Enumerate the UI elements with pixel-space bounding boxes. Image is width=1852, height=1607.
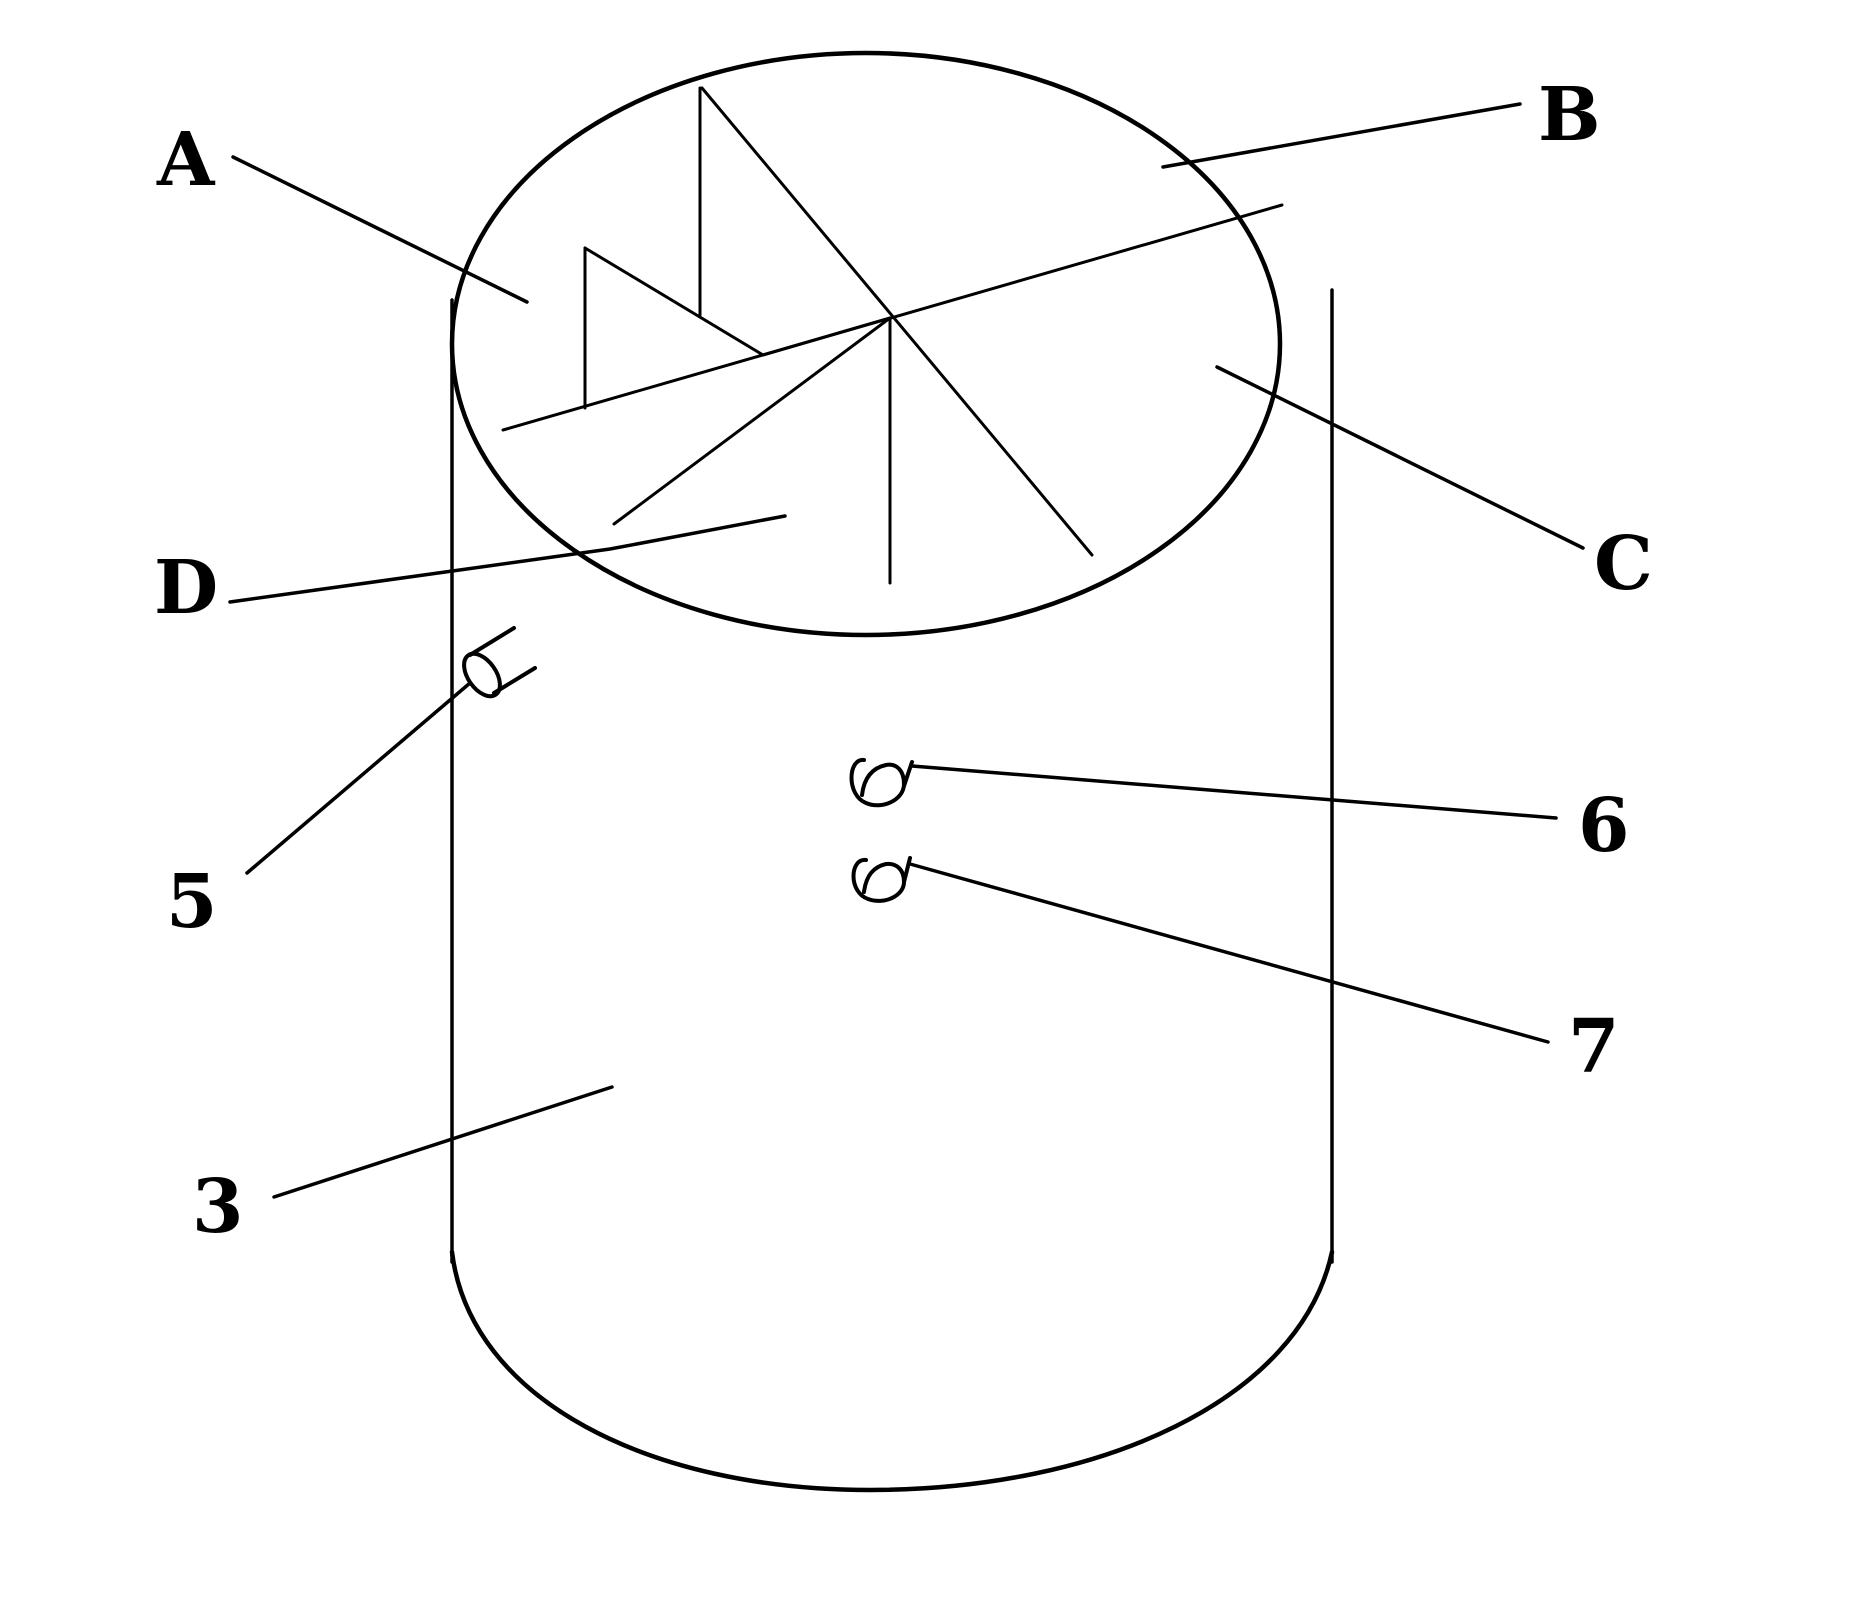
tank-bottom: [449, 1249, 1335, 1493]
port-5-opening: [462, 651, 502, 699]
label-B: B: [1538, 72, 1601, 158]
label-6: 6: [1578, 783, 1630, 869]
partition-line-2: [501, 203, 1284, 432]
leader-6: [910, 764, 1558, 820]
leader-D: [228, 514, 787, 604]
leader-A: [231, 155, 529, 304]
partition-line-1: [700, 86, 1094, 557]
label-7: 7: [1568, 1004, 1620, 1090]
leader-B: [1161, 102, 1522, 169]
label-C: C: [1594, 521, 1653, 607]
port-7-ring: [851, 858, 906, 903]
label-5: 5: [166, 859, 218, 945]
internal-partitions: [501, 86, 1284, 585]
port-6-ring: [849, 758, 906, 808]
port-5-pipe: [462, 626, 537, 699]
label-3: 3: [192, 1164, 244, 1250]
leader-3: [272, 1085, 614, 1199]
port-7-stub: [902, 856, 912, 884]
leader-C: [1215, 365, 1585, 550]
partition-line-4: [761, 316, 892, 357]
port-5-pipe-top: [468, 626, 516, 657]
port-6: [849, 758, 914, 808]
baffle-diagonal: [583, 246, 765, 357]
port-7: [851, 856, 912, 903]
partition-line-3: [612, 316, 892, 526]
label-A: A: [156, 117, 216, 203]
leader-5: [245, 681, 472, 875]
leader-7: [908, 862, 1550, 1044]
tank-top-rim: [449, 50, 1283, 638]
label-D: D: [154, 545, 218, 631]
port-5-pipe-bottom: [492, 666, 537, 695]
